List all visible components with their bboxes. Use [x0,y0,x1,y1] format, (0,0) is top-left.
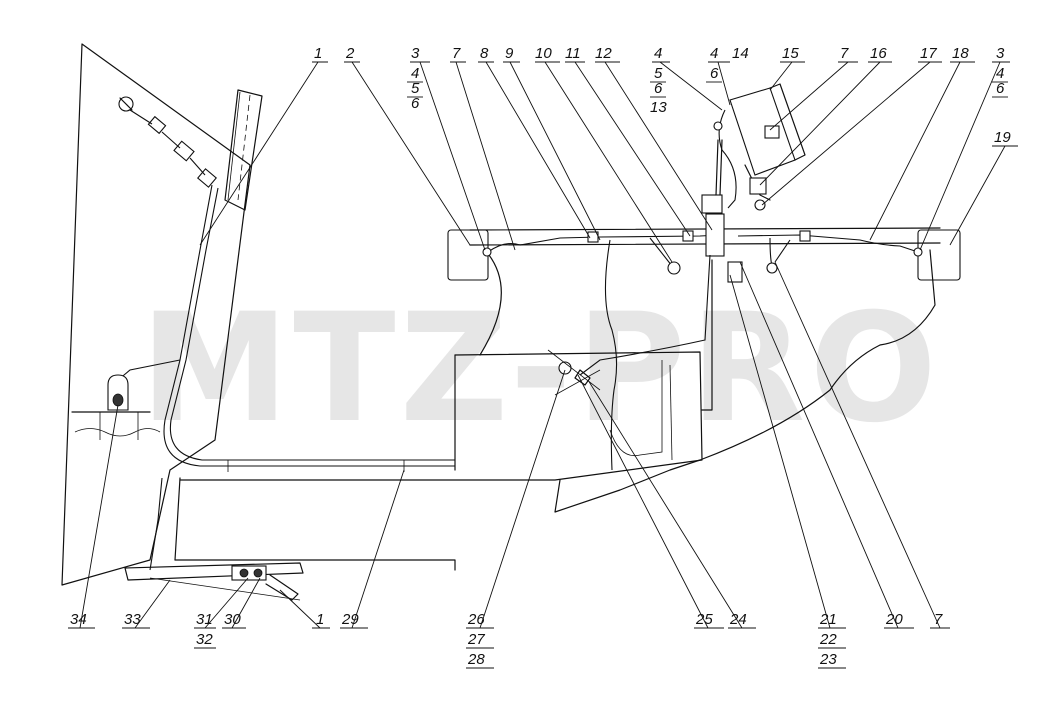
callout-21: 21 [819,611,837,628]
callout-3-right: 3 [996,45,1005,62]
callout-34: 34 [70,611,87,628]
rear-lamp-34 [71,374,161,440]
callout-7-a: 7 [452,45,461,62]
callout-4-mid: 4 [654,45,662,62]
callout-7-b: 7 [840,45,849,62]
leader-lines [68,61,1018,629]
callout-11: 11 [565,45,581,62]
callout-15: 15 [782,45,799,62]
callout-6-top: 6 [411,95,420,112]
callout-3-top: 3 [411,45,420,62]
callout-17: 17 [920,45,937,62]
callout-24: 24 [729,611,747,628]
callout-4-rightmost: 4 [996,65,1004,82]
callout-4-top: 4 [411,65,419,82]
callout-20: 20 [885,611,903,628]
callout-6-mid: 6 [654,80,663,97]
callout-14: 14 [732,45,749,62]
callout-13: 13 [650,99,667,116]
callout-30: 30 [224,611,241,628]
watermark-text: MTZ-PRO [140,282,941,456]
callout-27: 27 [467,631,485,648]
callout-6-rightmost: 6 [996,80,1005,97]
roof-harness [482,230,923,275]
callout-6-right: 6 [710,65,719,82]
callout-18: 18 [952,45,969,62]
callout-22: 22 [819,631,837,648]
pedal-switch-assembly [124,477,304,601]
callout-25: 25 [695,611,713,628]
callout-10: 10 [535,45,552,62]
callout-23: 23 [819,651,837,668]
stack-separators [194,81,1008,669]
callout-7-c: 7 [934,611,943,628]
work-lamp-14 [713,83,806,211]
callout-12: 12 [595,45,612,62]
callout-5-top: 5 [411,80,420,97]
callout-8: 8 [480,45,489,62]
callout-labels: 1 2 3 4 5 6 7 8 9 10 11 12 4 5 6 13 4 6 … [70,45,1011,668]
roof-light-bar [447,227,961,461]
cabin-left-panel [61,43,263,586]
callout-4-right: 4 [710,45,718,62]
callout-2: 2 [345,45,355,62]
callout-32: 32 [196,631,213,648]
cabin-floor [174,351,703,571]
callout-1-top: 1 [314,45,322,62]
callout-16: 16 [870,45,887,62]
callout-1-bottom: 1 [316,611,324,628]
panel-switch-assembly [118,96,217,188]
callout-5-mid: 5 [654,65,663,82]
callout-26: 26 [467,611,485,628]
callout-19: 19 [994,129,1011,146]
callout-28: 28 [467,651,485,668]
callout-31: 31 [196,611,213,628]
center-junction [579,139,743,471]
callout-33: 33 [124,611,141,628]
callout-29: 29 [341,611,359,628]
floor-connector [547,349,601,396]
callout-9: 9 [505,45,514,62]
